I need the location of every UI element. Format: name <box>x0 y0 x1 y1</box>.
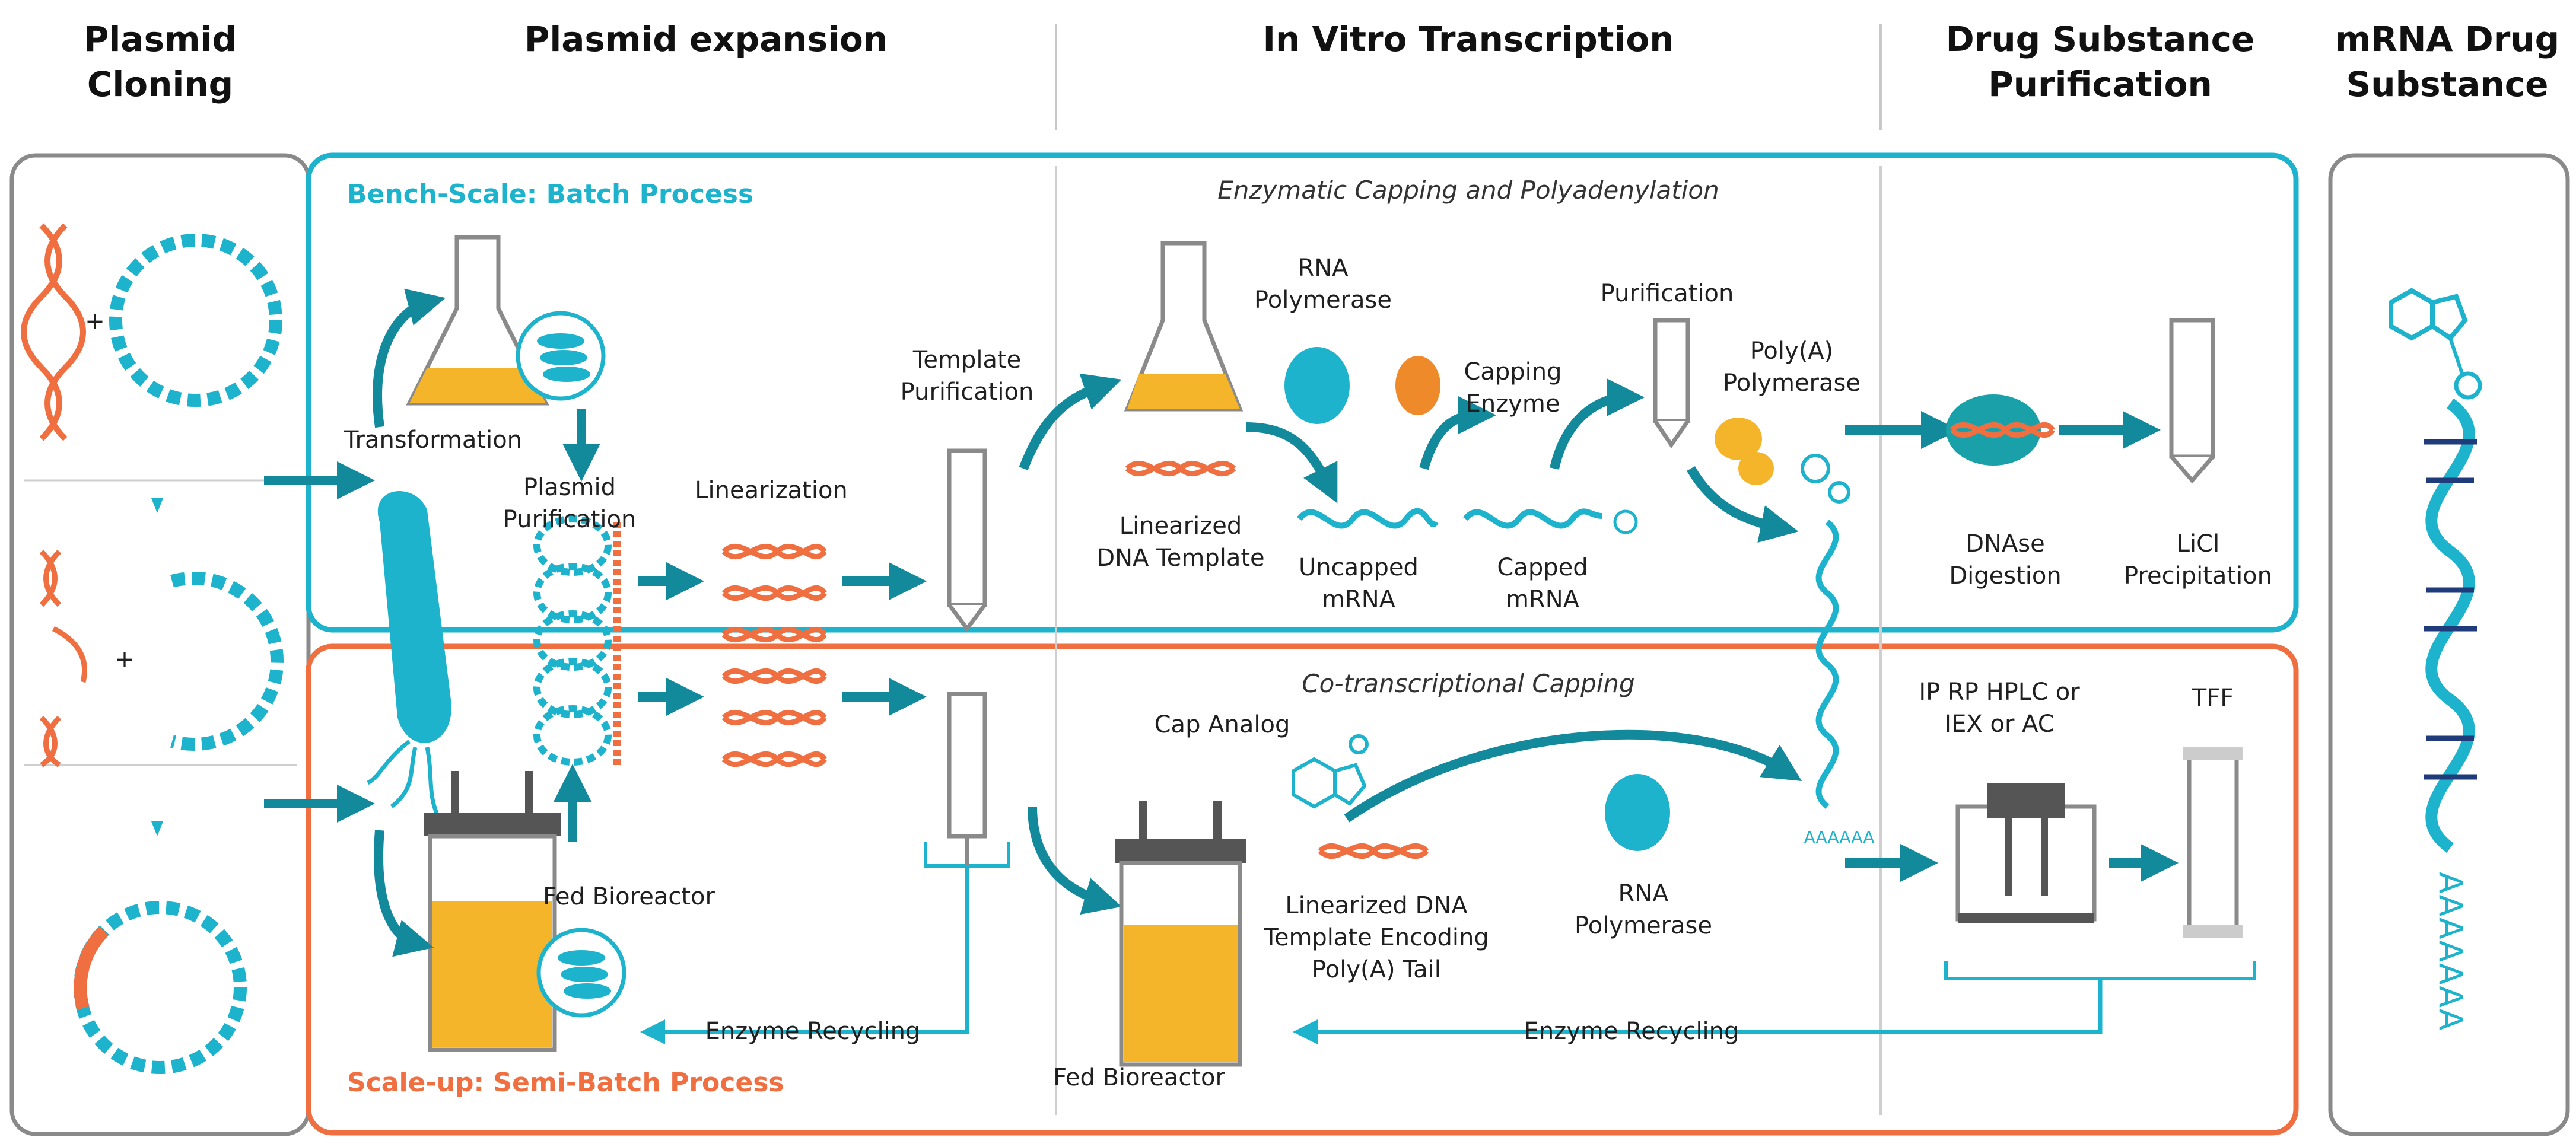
label-fed-bioreactor-1: Fed Bioreactor <box>543 883 715 910</box>
plasmid-ring-1 <box>109 234 282 407</box>
label-cap-analog: Cap Analog <box>1154 711 1290 738</box>
dna-template-polya-icon <box>1318 843 1429 859</box>
label-linearization: Linearization <box>695 477 848 504</box>
template-column-bottom <box>924 692 1010 868</box>
licl-tube <box>2169 318 2215 484</box>
label-fed-bioreactor-2: Fed Bioreactor <box>1053 1064 1225 1091</box>
flask-icon-2 <box>1124 241 1244 412</box>
header-ds-purification: Drug Substance Purification <box>1945 19 2255 104</box>
plasmid-cloning-panel <box>9 153 311 1136</box>
polya-tail-text: AAAAAA <box>1804 827 1875 847</box>
plus-sign: + <box>85 308 105 335</box>
rna-polymerase-icon-bottom <box>1605 774 1670 851</box>
dna-helix-orange-1 <box>21 223 86 441</box>
hplc-icon <box>1955 783 2097 923</box>
label-capping-enzyme: Capping Enzyme <box>1464 358 1562 418</box>
label-purification: Purification <box>1600 280 1734 307</box>
polya-tail-text: AAAAAAA <box>2432 872 2469 1031</box>
dna-template-icon <box>1125 460 1236 477</box>
header-plasmid-cloning: Plasmid Cloning <box>84 19 237 104</box>
header-in-vitro-transcription: In Vitro Transcription <box>1262 19 1674 59</box>
plasmid-stack <box>533 515 612 766</box>
rna-polymerase-icon-top <box>1284 347 1350 424</box>
header-plasmid-expansion: Plasmid expansion <box>524 19 888 59</box>
vertical-mrna-icon <box>1801 454 1850 809</box>
plus-sign: + <box>115 646 135 673</box>
label-ip-rp-hplc: IP RP HPLC or IEX or AC <box>1919 678 2080 738</box>
section-bench-scale: Bench-Scale: Batch Process <box>347 179 754 209</box>
capped-mrna-icon <box>1463 508 1638 534</box>
header-mrna-drug-substance: mRNA Drug Substance <box>2335 19 2560 104</box>
label-dnase-digestion: DNAse Digestion <box>1949 530 2062 590</box>
fed-bioreactor-icon-1 <box>424 771 561 1052</box>
tff-icon <box>2183 747 2243 938</box>
label-template-purification: Template Purification <box>900 346 1034 406</box>
flask-icon-1 <box>406 235 549 406</box>
open-plasmid-ring <box>170 572 284 751</box>
label-polya-polymerase: Poly(A) Polymerase <box>1723 337 1861 397</box>
label-tff: TFF <box>2192 684 2234 712</box>
dnase-icon <box>1946 394 2055 466</box>
section-scale-up: Scale-up: Semi-Batch Process <box>347 1068 784 1098</box>
dna-fragments-orange <box>39 549 88 767</box>
label-uncapped-mrna: Uncapped mRNA <box>1299 554 1419 613</box>
mrna-panel <box>2328 153 2570 1136</box>
label-linearized-dna-polya: Linearized DNA Template Encoding Poly(A)… <box>1264 892 1489 983</box>
label-licl-precipitation: LiCl Precipitation <box>2123 530 2273 590</box>
bacterium-icon <box>367 490 451 820</box>
linearized-dna-stack <box>721 543 827 767</box>
polya-polymerase-icon <box>1715 418 1774 485</box>
purification-tube <box>1653 318 1690 449</box>
label-rna-polymerase-top: RNA Polymerase <box>1254 254 1392 314</box>
template-tube-top <box>947 448 987 632</box>
mrna-molecule-icon <box>2389 288 2482 853</box>
uncapped-mrna-icon <box>1297 508 1439 529</box>
label-linearized-dna-template: Linearized DNA Template <box>1096 512 1265 572</box>
label-plasmid-purification: Plasmid Purification <box>503 474 637 533</box>
fed-bioreactor-icon-2 <box>1115 801 1246 1067</box>
section-bench-subtitle: Enzymatic Capping and Polyadenylation <box>1217 176 1719 205</box>
label-enzyme-recycling-2: Enzyme Recycling <box>1524 1018 1739 1045</box>
label-capped-mrna: Capped mRNA <box>1497 554 1588 613</box>
label-transformation: Transformation <box>344 426 523 454</box>
label-enzyme-recycling-1: Enzyme Recycling <box>705 1018 921 1045</box>
bench-scale-box <box>306 152 2299 633</box>
cap-analog-icon <box>1292 734 1369 809</box>
section-scaleup-subtitle: Co-transcriptional Capping <box>1302 669 1635 698</box>
capping-enzyme-icon <box>1395 356 1440 415</box>
label-rna-polymerase-bottom: RNA Polymerase <box>1575 880 1712 939</box>
scale-up-box <box>306 643 2299 1136</box>
